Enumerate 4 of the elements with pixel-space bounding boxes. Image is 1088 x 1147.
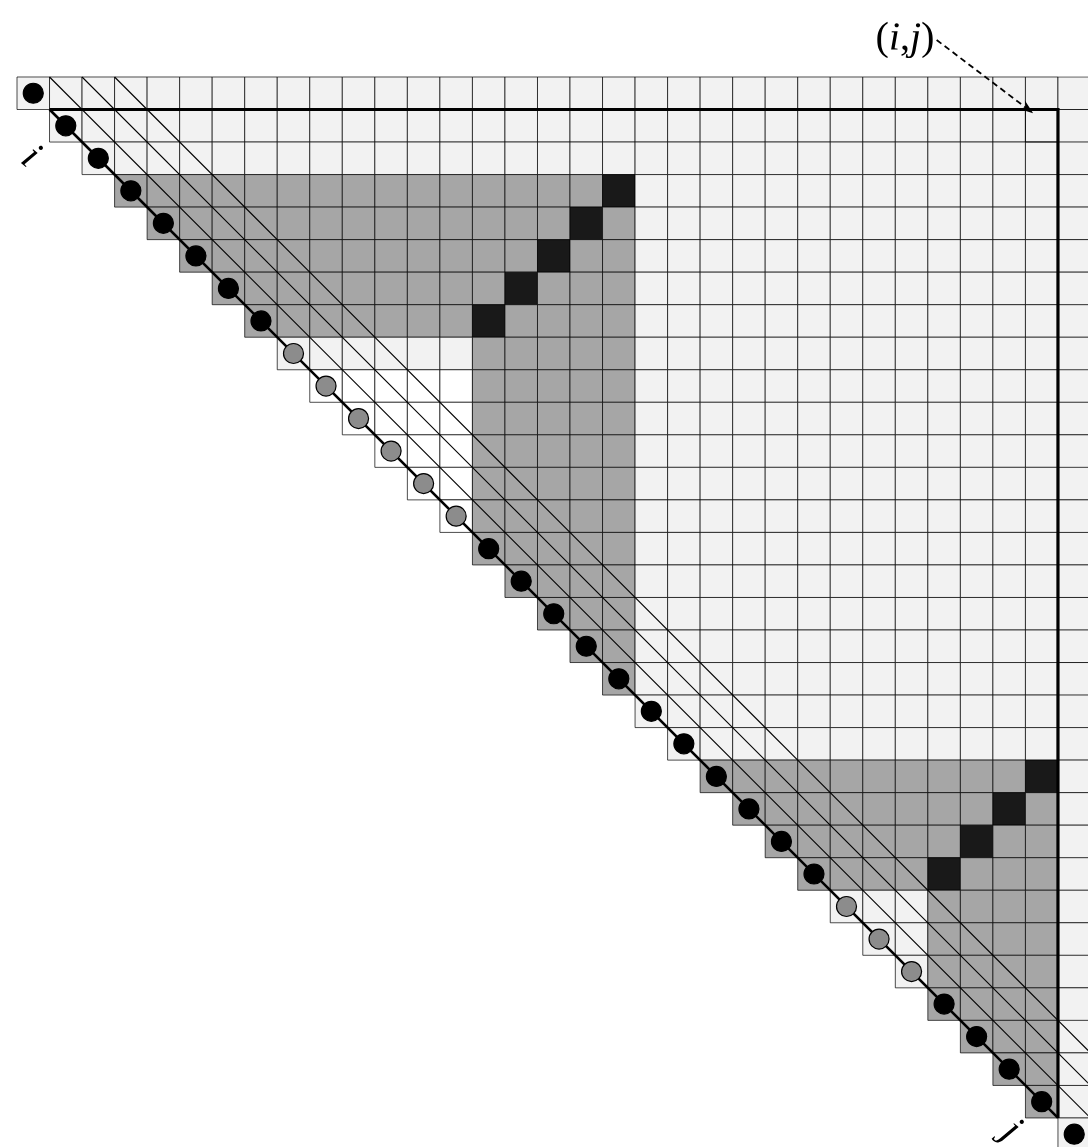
target-cell <box>1025 109 1059 143</box>
axis-label: i <box>20 145 43 168</box>
index-label: (i,j) <box>877 21 933 59</box>
axis-label: j <box>991 1119 1024 1143</box>
